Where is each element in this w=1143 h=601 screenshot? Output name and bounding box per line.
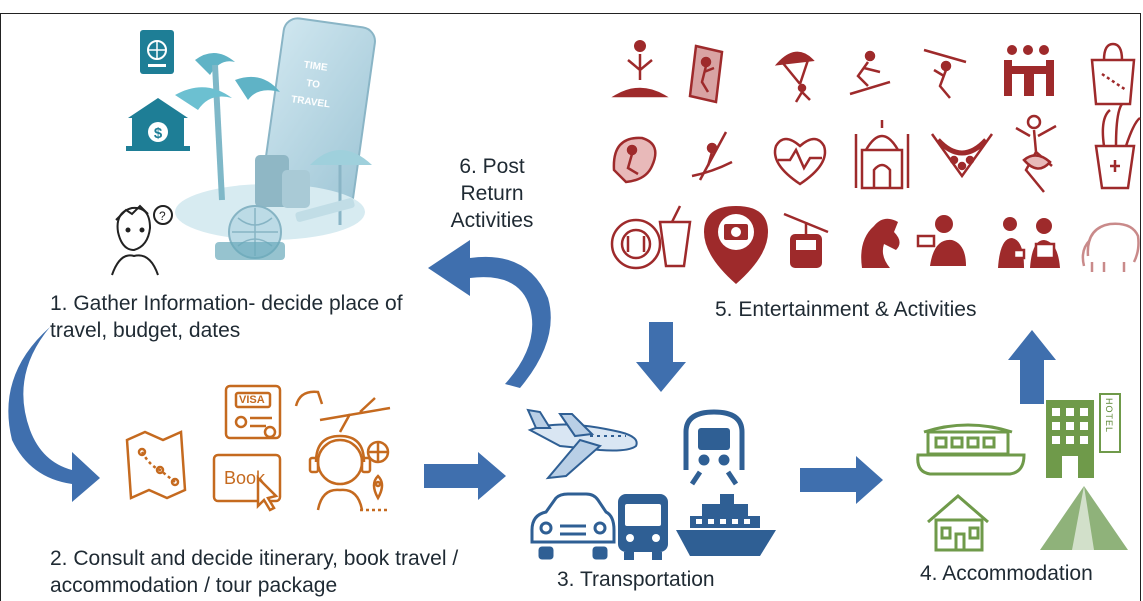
visa-card-icon [224, 384, 282, 440]
skiing-icon [849, 50, 891, 96]
activity-icons [610, 40, 1141, 284]
diagram-frame [0, 13, 1141, 601]
houseboat-icon [916, 423, 1026, 476]
surfing-icon [612, 136, 657, 184]
map-route-icon [125, 430, 187, 500]
step-5-label: 5. Entertainment & Activities [715, 298, 977, 321]
health-icon [773, 137, 827, 186]
arrow-post-return [428, 240, 551, 388]
hotel-building-icon [1046, 393, 1121, 478]
step-1-label: 1. Gather Information- decide place of t… [50, 292, 403, 342]
meeting-icon [1004, 45, 1054, 96]
hotel-text: HOTEL [1104, 398, 1114, 434]
food-drink-icon [610, 205, 692, 270]
arrow-1-to-2 [8, 327, 100, 502]
zipline-icon [923, 48, 967, 99]
paragliding-icon [774, 51, 815, 103]
passport-icon [140, 30, 174, 74]
arrow-5-to-3 [636, 322, 686, 392]
train-icon [683, 409, 745, 486]
tent-icon [1040, 486, 1128, 550]
thinking-person-icon: ? [111, 204, 173, 276]
phone-travel-illustration [175, 17, 376, 260]
rock-climbing-icon [688, 44, 724, 104]
house-icon [927, 494, 989, 552]
pot-plant-icon [1094, 103, 1141, 190]
arrow-4-to-5 [1008, 330, 1056, 404]
arrow-2-to-3 [424, 452, 506, 500]
step-6-label: 6. Post Return Activities [450, 155, 534, 232]
horse-icon [861, 218, 900, 268]
bus-icon [618, 494, 668, 560]
elephant-icon [1081, 222, 1140, 272]
arrow-3-to-4 [800, 456, 883, 504]
shopping-bag-icon [1090, 42, 1136, 106]
bank-money-icon: $ [126, 98, 190, 151]
car-icon [530, 492, 616, 560]
airplane-icon [526, 408, 638, 480]
photographer-icon [916, 215, 966, 266]
step-3-label: 3. Transportation [557, 568, 715, 591]
yoga-icon [611, 40, 669, 98]
tourists-icon [998, 217, 1060, 268]
cable-car-icon [783, 212, 829, 268]
book-button-icon[interactable] [212, 453, 282, 512]
taj-mahal-icon [854, 120, 910, 190]
time-to-travel-label: TIME TO TRAVEL [290, 59, 331, 111]
svg-text:?: ? [159, 209, 166, 223]
visa-label: VISA [239, 394, 265, 406]
travel-agent-icon [294, 390, 391, 512]
cruise-ship-icon [676, 494, 776, 556]
dancer-icon [1015, 114, 1057, 193]
boat-race-icon [930, 133, 994, 179]
step-2-label: 2. Consult and decide itinerary, book tr… [50, 547, 459, 597]
step-4-label: 4. Accommodation [920, 562, 1093, 585]
svg-text:$: $ [154, 125, 163, 142]
camera-location-icon [704, 206, 768, 284]
kayaking-icon [691, 131, 733, 181]
book-text: Book [224, 468, 266, 488]
